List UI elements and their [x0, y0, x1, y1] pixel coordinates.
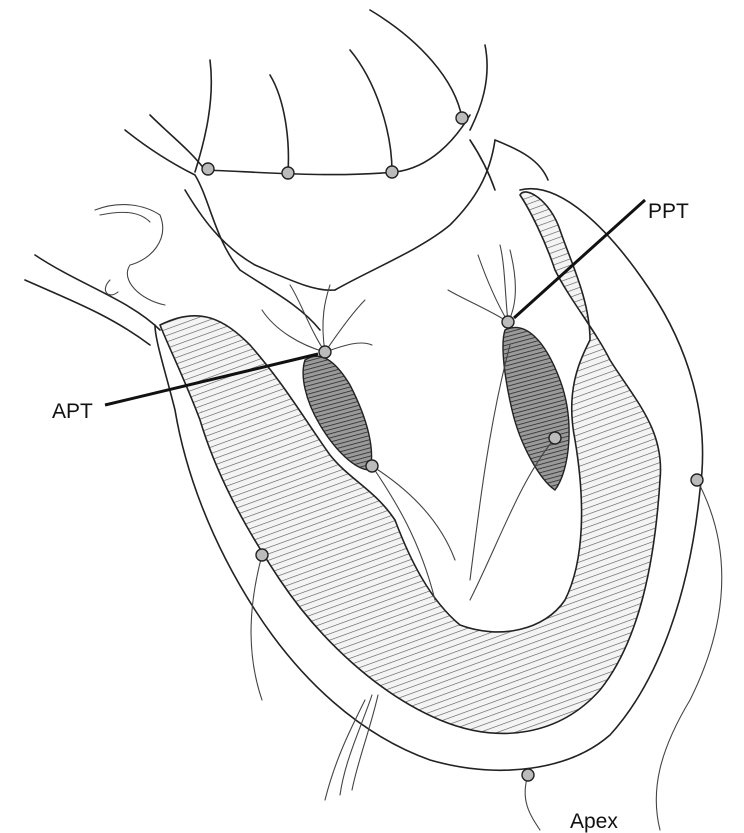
node-dot	[202, 163, 214, 175]
node-dot	[256, 549, 268, 561]
ppt-label: PPT	[648, 200, 689, 223]
node-dot	[366, 460, 378, 472]
chordae	[262, 245, 515, 352]
node-dot	[282, 167, 294, 179]
apex-label: Apex	[570, 810, 618, 833]
node-dot	[549, 432, 561, 444]
ventricle-wall	[160, 192, 661, 733]
node-dot	[319, 346, 331, 358]
node-dot	[502, 316, 514, 328]
apt-label: APT	[52, 400, 93, 423]
node-dot	[386, 166, 398, 178]
node-dot	[522, 769, 534, 781]
node-dot	[691, 474, 703, 486]
node-dot	[456, 112, 468, 124]
